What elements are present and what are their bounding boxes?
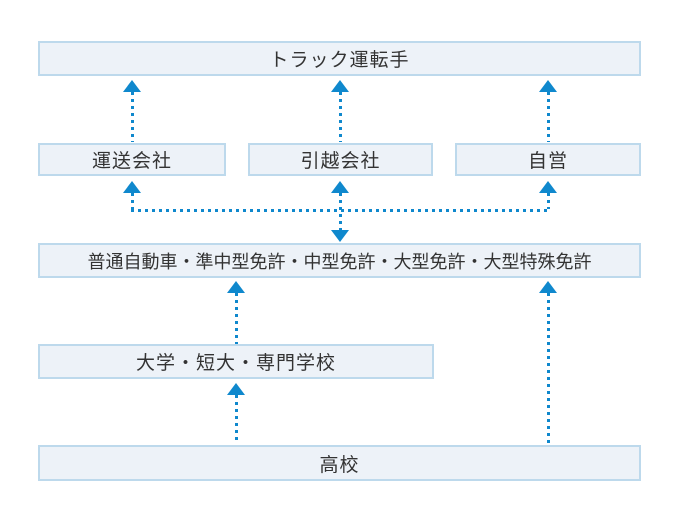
node-licenses: 普通自動車・準中型免許・中型免許・大型免許・大型特殊免許 [38, 243, 641, 278]
arrow-up-icon [331, 80, 349, 92]
arrow-up-icon [331, 181, 349, 193]
arrow-licenses-to-transport [131, 193, 134, 209]
node-high-school-label: 高校 [319, 454, 360, 476]
arrow-up-icon [123, 181, 141, 193]
arrow-down-icon [331, 230, 349, 242]
arrow-transport-to-driver [131, 92, 134, 142]
node-licenses-label: 普通自動車・準中型免許・中型免許・大型免許・大型特殊免許 [87, 251, 592, 272]
arrow-up-icon [539, 181, 557, 193]
arrow-education-to-licenses [235, 293, 238, 344]
node-higher-education-label: 大学・短大・専門学校 [135, 353, 336, 374]
arrow-licenses-to-self-employed [547, 193, 550, 209]
arrow-self-employed-to-driver [547, 92, 550, 142]
arrow-moving-to-driver [339, 92, 342, 142]
node-transport-company: 運送会社 [38, 143, 226, 176]
node-truck-driver: トラック運転手 [38, 41, 641, 76]
node-truck-driver-label: トラック運転手 [269, 50, 410, 71]
arrow-highschool-to-education [235, 395, 238, 444]
arrow-highschool-to-licenses [547, 293, 550, 444]
node-high-school: 高校 [38, 445, 641, 481]
node-self-employed-label: 自営 [527, 151, 568, 172]
arrow-up-icon [123, 80, 141, 92]
node-moving-company-label: 引越会社 [300, 151, 381, 172]
arrow-up-icon [227, 383, 245, 395]
arrow-up-icon [227, 281, 245, 293]
arrow-licenses-moving-bidirectional [339, 193, 342, 230]
arrow-up-icon [539, 80, 557, 92]
node-higher-education: 大学・短大・専門学校 [38, 344, 434, 379]
node-moving-company: 引越会社 [248, 143, 433, 176]
arrow-up-icon [539, 281, 557, 293]
node-transport-company-label: 運送会社 [91, 151, 172, 172]
node-self-employed: 自営 [455, 143, 641, 176]
